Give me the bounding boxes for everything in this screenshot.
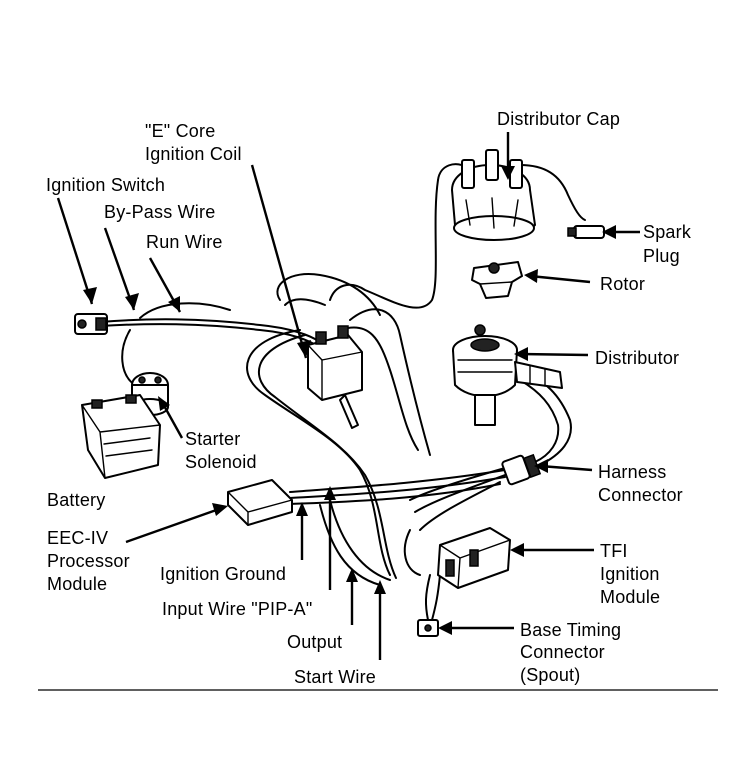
- base-timing-label-line2: Connector: [520, 642, 605, 662]
- starter-solenoid-label-line2: Solenoid: [185, 452, 257, 472]
- bypass-wire-label: By-Pass Wire: [104, 202, 216, 222]
- output-label: Output: [287, 632, 343, 652]
- start-wire-label: Start Wire: [294, 667, 377, 687]
- distributor-icon: [452, 324, 563, 426]
- ignition-switch-label: Ignition Switch: [46, 175, 166, 195]
- distributor-label: Distributor: [595, 348, 680, 368]
- base-timing-label-line3: (Spout): [520, 665, 581, 685]
- base-timing-connector-icon: [417, 619, 439, 637]
- spark-plug-label-line1: Spark: [643, 222, 692, 242]
- distributor-cap-label: Distributor Cap: [497, 109, 621, 129]
- e-core-label-line2: Ignition Coil: [145, 144, 242, 164]
- spark-plug-icon: [567, 225, 613, 239]
- tfi-label-line1: TFI: [600, 541, 628, 561]
- distributor-cap-icon: [451, 149, 536, 241]
- starter-solenoid-label-line1: Starter: [185, 429, 241, 449]
- eec-label-line3: Module: [47, 574, 108, 594]
- ignition-ground-label: Ignition Ground: [160, 564, 287, 584]
- input-wire-label: Input Wire "PIP-A": [162, 599, 313, 619]
- e-core-label-line1: "E" Core: [145, 121, 216, 141]
- rotor-icon: [471, 261, 523, 299]
- eec-label-line1: EEC-IV: [47, 528, 109, 548]
- tfi-label-line2: Ignition: [600, 564, 660, 584]
- eec-iv-module-icon: [227, 479, 293, 526]
- leader-arrows: [56, 132, 640, 660]
- ignition-coil-icon: [307, 325, 363, 429]
- battery-icon: [81, 394, 161, 479]
- harness-connector-icon: [501, 453, 542, 486]
- battery-label: Battery: [47, 490, 106, 510]
- harness-connector-label-line1: Harness: [598, 462, 667, 482]
- tfi-label-line3: Module: [600, 587, 661, 607]
- rotor-label: Rotor: [600, 274, 646, 294]
- wiring-harness: [99, 163, 586, 621]
- spark-plug-label-line2: Plug: [643, 246, 680, 266]
- eec-label-line2: Processor: [47, 551, 130, 571]
- harness-connector-label-line2: Connector: [598, 485, 683, 505]
- base-timing-label-line1: Base Timing: [520, 620, 622, 640]
- ignition-switch-icon: [74, 313, 108, 335]
- tfi-module-icon: [437, 527, 511, 589]
- run-wire-label: Run Wire: [146, 232, 223, 252]
